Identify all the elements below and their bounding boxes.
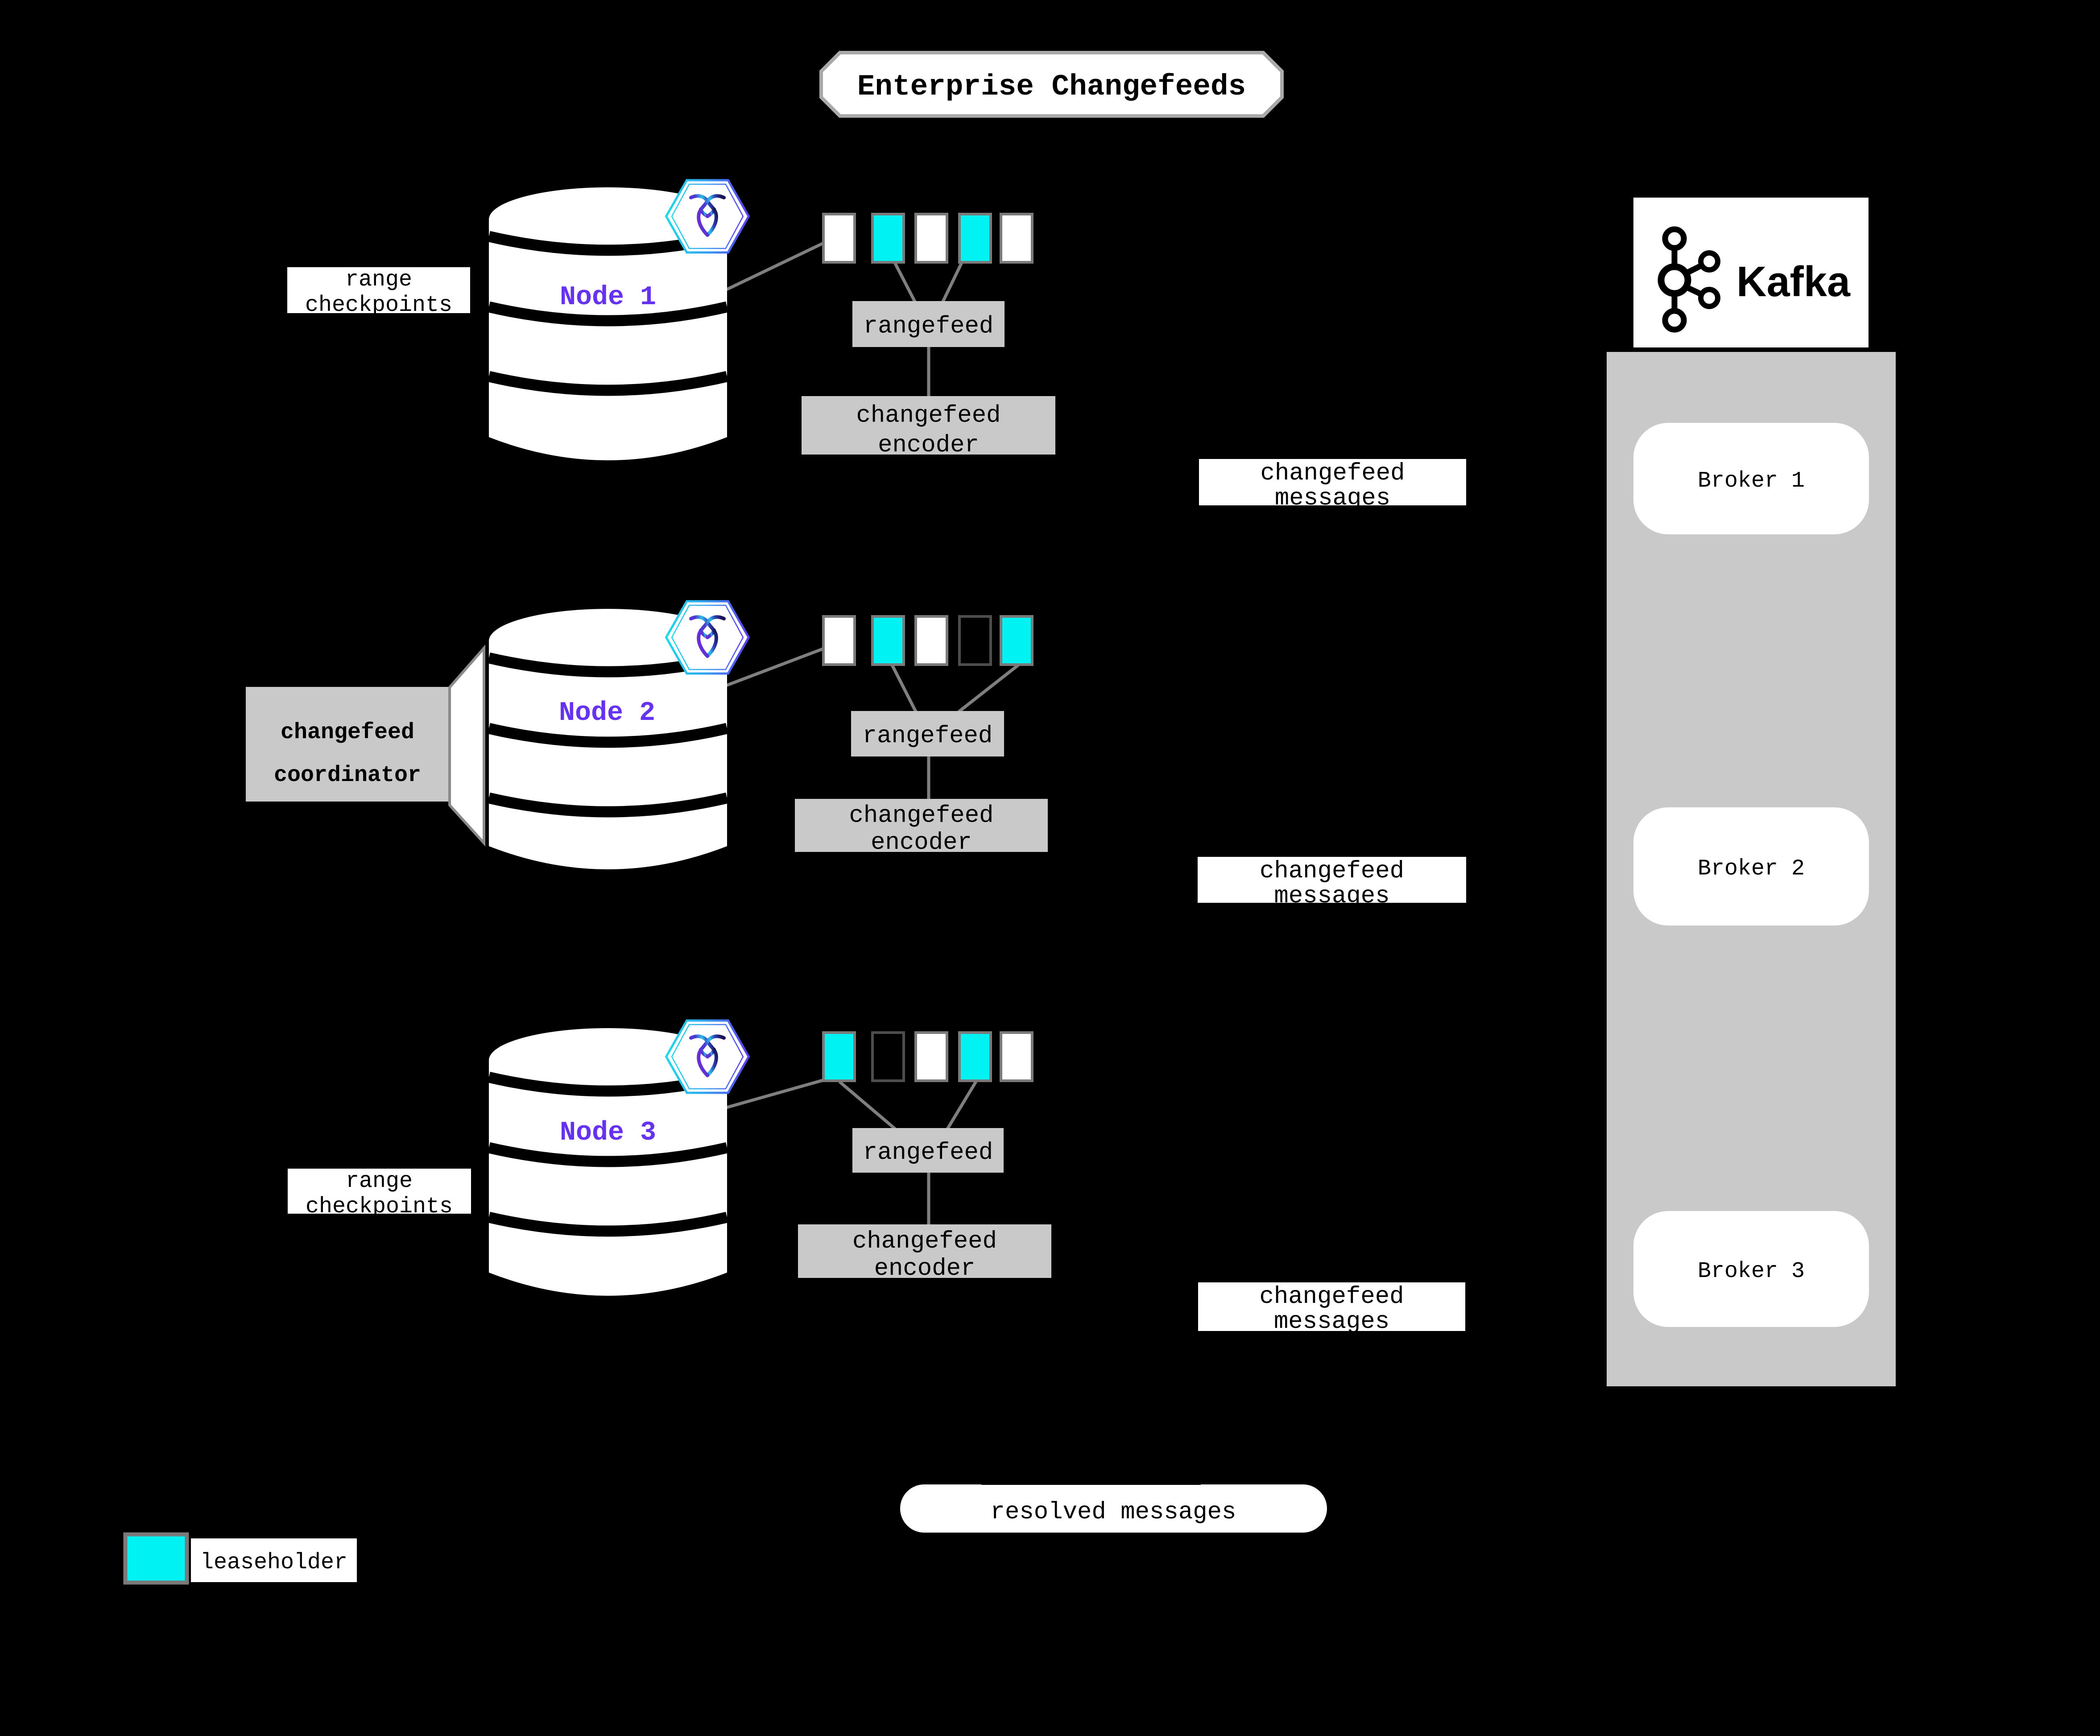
svg-text:Broker 2: Broker 2 — [1698, 856, 1805, 882]
svg-text:encoder: encoder — [878, 432, 979, 459]
svg-text:changefeed: changefeed — [849, 802, 993, 830]
svg-text:changefeed: changefeed — [1259, 1283, 1404, 1310]
svg-text:checkpoints: checkpoints — [305, 293, 452, 318]
svg-text:changefeed: changefeed — [856, 402, 1000, 430]
svg-text:changefeed: changefeed — [1260, 858, 1404, 885]
svg-text:messages: messages — [1275, 485, 1390, 512]
svg-text:range: range — [345, 267, 412, 293]
svg-text:checkpoints: checkpoints — [306, 1194, 453, 1219]
svg-text:rangefeed: rangefeed — [863, 723, 993, 750]
svg-text:leaseholder: leaseholder — [200, 1550, 347, 1575]
svg-text:rangefeed: rangefeed — [863, 1139, 993, 1166]
svg-text:Enterprise Changefeeds: Enterprise Changefeeds — [857, 70, 1246, 103]
svg-text:rangefeed: rangefeed — [864, 313, 994, 340]
svg-text:Kafka: Kafka — [1736, 258, 1851, 306]
svg-text:Node 2: Node 2 — [559, 698, 655, 728]
svg-text:resolved messages: resolved messages — [991, 1499, 1236, 1526]
svg-text:encoder: encoder — [871, 829, 972, 856]
svg-text:coordinator: coordinator — [274, 763, 421, 788]
svg-text:changefeed: changefeed — [852, 1228, 997, 1255]
svg-text:messages: messages — [1274, 1308, 1389, 1335]
svg-text:changefeed: changefeed — [1260, 460, 1405, 487]
svg-text:messages: messages — [1274, 883, 1389, 910]
svg-text:Node 1: Node 1 — [560, 282, 656, 313]
svg-text:range: range — [346, 1169, 413, 1194]
svg-text:Broker 1: Broker 1 — [1698, 468, 1805, 494]
svg-text:Broker 3: Broker 3 — [1698, 1259, 1805, 1284]
svg-text:encoder: encoder — [874, 1255, 976, 1282]
svg-text:Node 3: Node 3 — [560, 1118, 656, 1148]
svg-text:changefeed: changefeed — [281, 720, 414, 745]
